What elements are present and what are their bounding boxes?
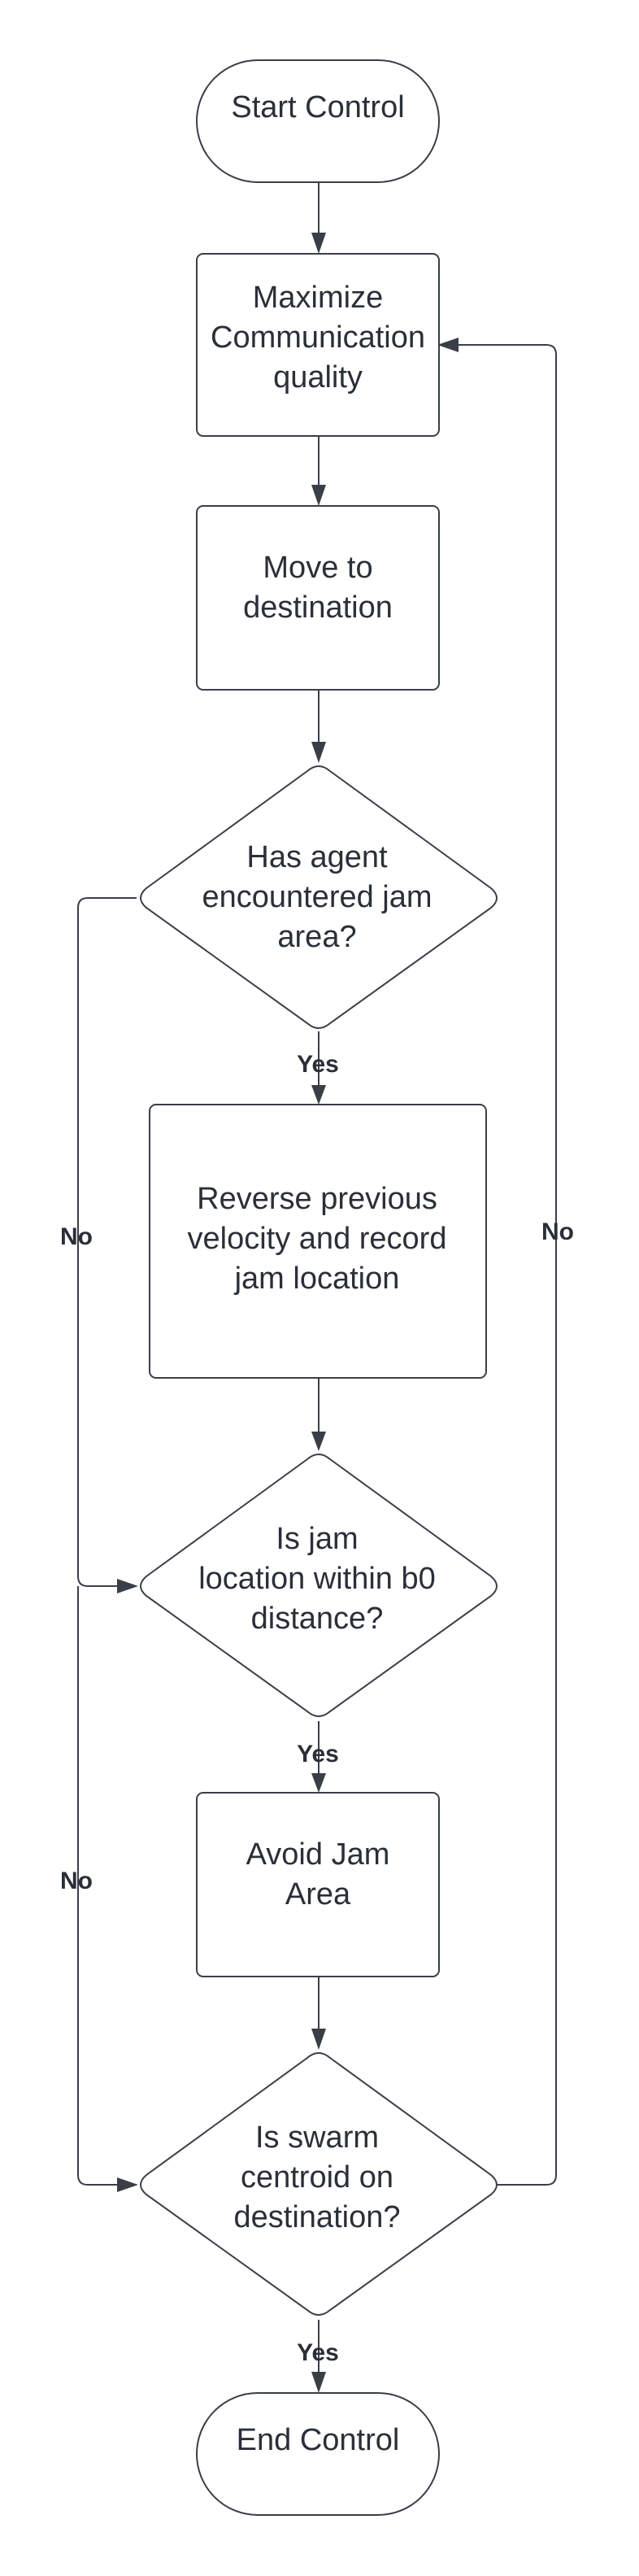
move-to-destination-shape — [196, 505, 440, 691]
no-label-centroid: No — [541, 1218, 574, 1245]
centroid-diamond — [140, 2052, 498, 2316]
centroid-label: Is swarm centroid on destination? — [234, 2121, 401, 2234]
no-label-jam-check: No — [60, 1223, 93, 1250]
within-b0-diamond — [140, 1454, 498, 1717]
node-label-line: Has agent — [246, 840, 388, 874]
yes-label-centroid: Yes — [297, 2339, 339, 2366]
no-label-within-b0: No — [60, 1868, 93, 1894]
node-label-line: Avoid Jam — [246, 1837, 390, 1872]
edges — [77, 182, 557, 2393]
node-label-line: Communication — [211, 320, 425, 355]
end-terminator-shape — [196, 2392, 440, 2516]
start-terminator-label: Start Control — [231, 90, 404, 124]
arrowhead-move-to-jam-check — [311, 742, 326, 763]
arrowhead-reverse-to-within-b0 — [311, 1432, 326, 1451]
yes-label-jam-check: Yes — [297, 1051, 339, 1078]
arrowhead-within-b0-no — [117, 2177, 138, 2192]
node-label-line: Is swarm — [255, 2121, 379, 2155]
end-terminator: End Control — [196, 2392, 440, 2516]
node-label-line: Reverse previous — [197, 1182, 437, 1216]
edge-centroid-no — [455, 344, 557, 2186]
node-label-line: encountered jam — [202, 880, 432, 914]
arrowhead-centroid-yes — [311, 2372, 326, 2393]
end-terminator-label: End Control — [237, 2423, 400, 2457]
move-to-destination-label: Move to destination — [243, 551, 393, 625]
centroid-decision: Is swarm centroid on destination? — [140, 2052, 498, 2316]
jam-encounter-diamond — [140, 765, 498, 1029]
edge-within-b0-no — [77, 1586, 120, 2186]
yes-label-within-b0: Yes — [297, 1741, 339, 1767]
edge-labels: Yes Yes Yes No No No — [60, 1051, 574, 2366]
reverse-velocity-shape — [149, 1104, 487, 1379]
node-label-line: Maximize — [253, 281, 383, 315]
within-b0-decision: Is jam location within b0 distance? — [140, 1454, 498, 1717]
jam-encounter-label: Has agent encountered jam area? — [202, 840, 432, 954]
arrowhead-maximize-to-move — [311, 485, 326, 506]
reverse-velocity-label: Reverse previous velocity and record jam l… — [188, 1182, 447, 1296]
arrowhead-jam-check-yes — [311, 1085, 326, 1105]
node-label-line: Area — [285, 1877, 351, 1911]
jam-encounter-decision: Has agent encountered jam area? — [140, 765, 498, 1029]
start-terminator-shape — [196, 59, 440, 183]
node-label-line: distance? — [251, 1602, 384, 1636]
node-label-line: jam location — [234, 1262, 400, 1296]
node-label-line: destination — [243, 591, 393, 625]
arrowhead-start-to-maximize — [311, 233, 326, 254]
reverse-velocity-process: Reverse previous velocity and record jam l… — [149, 1104, 487, 1379]
arrowhead-centroid-no — [437, 338, 459, 352]
arrowhead-avoid-to-centroid — [311, 2029, 326, 2050]
maximize-communication-shape — [196, 253, 440, 437]
node-label-line: area? — [277, 920, 356, 954]
node-label-line: destination? — [234, 2200, 401, 2234]
arrowhead-within-b0-yes — [311, 1773, 326, 1793]
move-to-destination-process: Move to destination — [196, 505, 440, 691]
node-label-line: location within b0 — [198, 1562, 436, 1596]
within-b0-label: Is jam location within b0 distance? — [198, 1522, 436, 1636]
start-terminator: Start Control — [196, 59, 440, 183]
node-label-line: Start Control — [231, 90, 404, 124]
node-label-line: centroid on — [241, 2160, 393, 2195]
node-label-line: velocity and record — [188, 1222, 447, 1256]
node-label-line: Is jam — [276, 1522, 358, 1556]
node-label-line: quality — [273, 360, 363, 394]
node-label-line: End Control — [237, 2423, 400, 2457]
arrowhead-jam-check-no — [117, 1579, 138, 1593]
node-label-line: Move to — [263, 551, 372, 585]
edge-jam-check-no — [77, 897, 137, 1587]
avoid-jam-shape — [196, 1792, 440, 1977]
